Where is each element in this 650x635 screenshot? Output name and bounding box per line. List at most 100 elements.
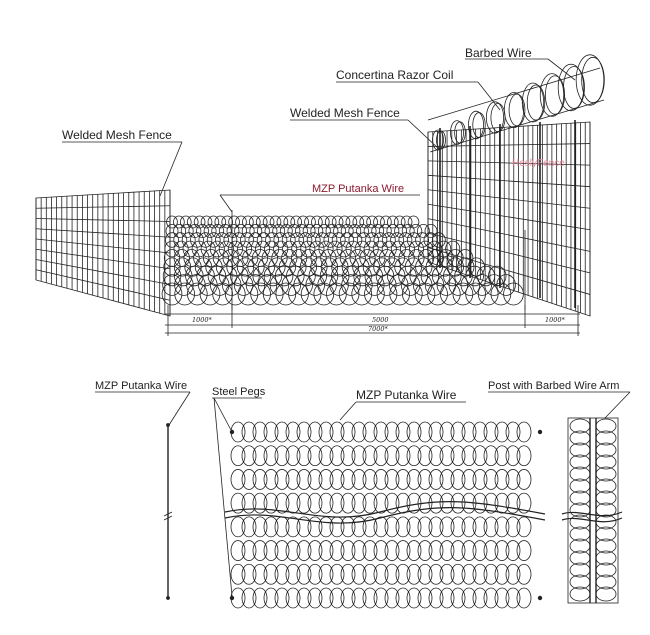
- putanka-loop: [386, 223, 400, 238]
- putanka-loop: [252, 469, 268, 490]
- coil-loop: [595, 574, 617, 590]
- putanka-loop: [351, 282, 373, 306]
- putanka-loop: [406, 469, 422, 490]
- putanka-loop: [230, 540, 246, 561]
- putanka-loop: [428, 540, 444, 561]
- putanka-loop: [256, 223, 270, 238]
- putanka-loop: [230, 469, 246, 490]
- putanka-loop: [340, 540, 356, 561]
- putanka-loop: [389, 274, 409, 296]
- putanka-wire-plan: [224, 421, 546, 609]
- putanka-loop: [505, 540, 521, 561]
- putanka-loop: [318, 540, 334, 561]
- putanka-loop: [329, 421, 345, 443]
- putanka-loop: [315, 232, 330, 248]
- putanka-loop: [417, 492, 433, 514]
- putanka-loop: [257, 274, 278, 296]
- putanka-loop: [174, 282, 196, 306]
- putanka-loop: [186, 215, 199, 229]
- putanka-loop: [359, 215, 372, 229]
- putanka-loop: [406, 587, 422, 609]
- putanka-loop: [472, 540, 488, 561]
- coil-loop: [557, 63, 585, 112]
- putanka-loop: [351, 421, 367, 443]
- mesh-wire: [35, 228, 171, 238]
- putanka-loop: [431, 232, 446, 248]
- putanka-loop: [281, 232, 296, 248]
- putanka-loop: [472, 563, 488, 585]
- putanka-loop: [395, 445, 411, 467]
- mesh-wire: [35, 218, 171, 222]
- putanka-loop: [318, 445, 334, 467]
- putanka-loop: [241, 540, 257, 561]
- mesh-wire: [427, 160, 591, 166]
- putanka-loop: [427, 240, 443, 258]
- putanka-loop: [264, 223, 278, 238]
- putanka-loop: [461, 445, 477, 467]
- putanka-loop: [182, 240, 198, 258]
- putanka-loop: [380, 215, 392, 229]
- putanka-loop: [436, 257, 454, 277]
- putanka-loop: [383, 257, 401, 277]
- putanka-loop: [428, 587, 444, 609]
- putanka-loop: [247, 257, 265, 277]
- putanka-loop: [417, 421, 433, 443]
- putanka-loop: [241, 516, 257, 538]
- putanka-loop: [365, 274, 385, 296]
- putanka-loop: [417, 540, 433, 561]
- putanka-loop: [218, 223, 232, 238]
- putanka-loop: [428, 469, 444, 490]
- putanka-loop: [356, 223, 369, 238]
- putanka-loop: [196, 223, 209, 238]
- putanka-loop: [472, 421, 488, 443]
- putanka-loop: [373, 587, 389, 609]
- mzp-putanka-wire-side-label: MZP Putanka Wire: [95, 380, 187, 392]
- putanka-loop: [296, 587, 312, 609]
- mesh-wire: [427, 247, 591, 295]
- putanka-loop: [362, 563, 378, 585]
- concertina-razor-coil: [427, 54, 605, 153]
- putanka-loop: [311, 215, 323, 229]
- putanka-loop: [454, 265, 473, 287]
- putanka-loop: [516, 516, 532, 538]
- putanka-loop: [263, 540, 279, 561]
- putanka-loop: [415, 232, 430, 248]
- putanka-loop: [313, 282, 335, 306]
- steel-peg: [229, 595, 235, 601]
- putanka-loop: [285, 563, 301, 585]
- putanka-loop: [282, 240, 298, 258]
- putanka-loop: [296, 540, 312, 561]
- putanka-loop: [263, 563, 279, 585]
- coil-loop: [595, 490, 617, 506]
- putanka-loop: [394, 257, 412, 277]
- dimension-total: 7000*: [368, 325, 389, 333]
- coil-loop: [595, 418, 617, 434]
- putanka-loop: [273, 232, 288, 248]
- putanka-loop: [390, 232, 405, 248]
- putanka-loop: [296, 492, 312, 514]
- putanka-loop: [297, 265, 316, 287]
- putanka-loop: [393, 215, 406, 229]
- putanka-loop: [166, 215, 178, 229]
- putanka-loop: [353, 274, 373, 296]
- putanka-loop: [230, 492, 246, 514]
- putanka-loop: [241, 265, 260, 287]
- putanka-loop: [263, 516, 279, 538]
- putanka-loop: [372, 240, 388, 258]
- cross-wire: [561, 511, 623, 517]
- putanka-loop: [366, 215, 378, 229]
- putanka-loop: [193, 215, 206, 229]
- putanka-loop: [373, 492, 389, 514]
- putanka-loop: [351, 445, 367, 467]
- putanka-loop: [331, 215, 344, 229]
- putanka-loop: [265, 232, 280, 248]
- mzp-putanka-wire-top-label: MZP Putanka Wire: [312, 183, 404, 195]
- coil-loop: [485, 101, 505, 134]
- putanka-loop: [163, 257, 181, 277]
- left-welded-mesh-fence: [35, 189, 171, 317]
- putanka-loop: [274, 469, 290, 490]
- cross-wire: [224, 507, 546, 524]
- putanka-loop: [263, 587, 279, 609]
- mesh-wire: [35, 205, 171, 209]
- putanka-loop: [255, 215, 268, 229]
